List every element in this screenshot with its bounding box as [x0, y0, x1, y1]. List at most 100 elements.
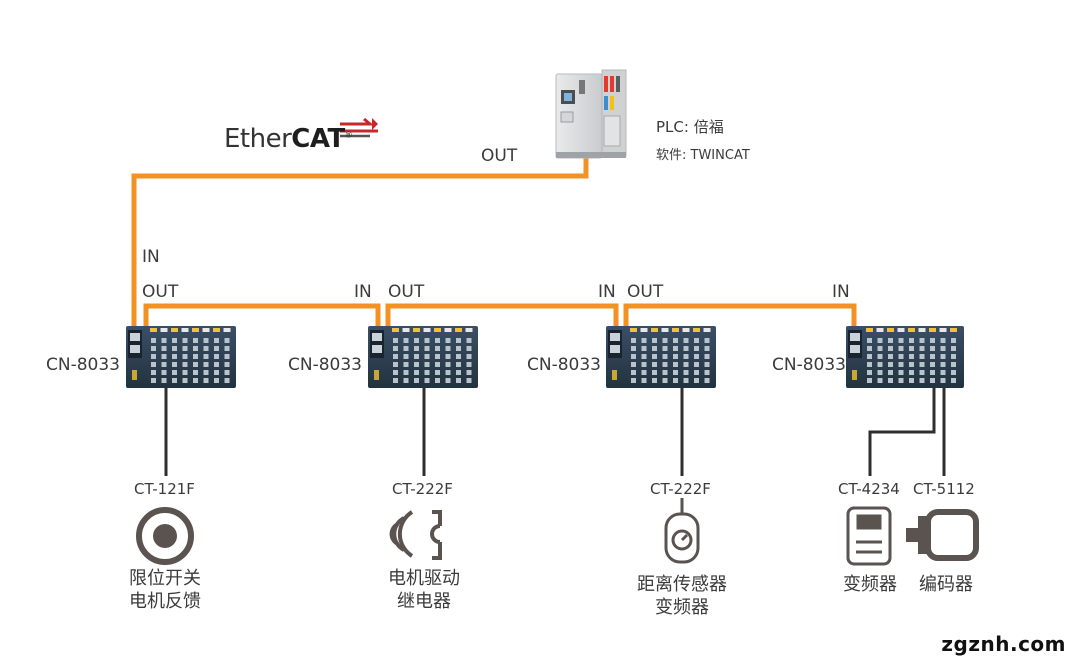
device-2-caption: 电机驱动 继电器	[374, 568, 474, 613]
terminal-contact	[951, 346, 956, 351]
terminal-contact	[919, 346, 925, 351]
device-2-caption-line2: 继电器	[397, 590, 451, 612]
terminal-contact	[172, 378, 177, 383]
module-terminals	[150, 328, 957, 383]
device-2-model: CT-222F	[392, 480, 453, 498]
terminal-contact	[445, 370, 451, 375]
terminal-contact	[414, 354, 419, 359]
terminal-contact	[898, 346, 904, 351]
device-5-model: CT-5112	[913, 480, 975, 498]
module-2-name: CN-8033	[288, 355, 362, 375]
plc-title: PLC: 倍福	[656, 118, 724, 136]
terminal-contact	[652, 378, 657, 383]
terminal-contact	[877, 338, 883, 343]
terminal-cap	[150, 328, 157, 332]
terminal-contact	[393, 362, 398, 367]
terminal-contact	[877, 370, 883, 375]
terminal-contact	[214, 354, 219, 359]
terminal-contact	[403, 354, 409, 359]
terminal-contact	[172, 354, 177, 359]
module-4-name: CN-8033	[772, 355, 846, 375]
terminal-contact	[888, 354, 893, 359]
terminal-contact	[151, 338, 156, 343]
terminal-cap	[703, 328, 711, 332]
terminal-cap	[444, 328, 452, 332]
terminal-contact	[435, 354, 440, 359]
terminal-cap	[672, 328, 679, 332]
terminal-contact	[203, 346, 209, 351]
terminal-contact	[940, 362, 946, 367]
terminal-contact	[683, 354, 689, 359]
terminal-contact	[456, 370, 461, 375]
terminal-contact	[193, 338, 198, 343]
terminal-contact	[203, 338, 209, 343]
device-1-caption-line2: 电机反馈	[129, 590, 201, 612]
terminal-cap	[887, 328, 894, 332]
module-1-out-label: OUT	[142, 282, 179, 302]
terminal-contact	[631, 338, 636, 343]
device-4-model: CT-4234	[838, 480, 900, 498]
terminal-contact	[466, 378, 472, 383]
terminal-cap	[402, 328, 410, 332]
terminal-cap	[651, 328, 658, 332]
terminal-cap	[202, 328, 210, 332]
terminal-contact	[704, 346, 710, 351]
terminal-contact	[704, 354, 710, 359]
terminal-cap	[392, 328, 399, 332]
terminal-contact	[673, 338, 678, 343]
signal-wires	[164, 388, 946, 476]
terminal-contact	[424, 378, 430, 383]
terminal-contact	[151, 370, 156, 375]
terminal-contact	[867, 370, 872, 375]
terminal-contact	[456, 362, 461, 367]
terminal-contact	[182, 354, 188, 359]
device-4-caption-line1: 变频器	[843, 574, 897, 595]
terminal-contact	[662, 378, 668, 383]
terminal-contact	[951, 338, 956, 343]
io-module-3	[606, 326, 716, 388]
terminal-contact	[161, 354, 167, 359]
terminal-contact	[424, 370, 430, 375]
terminal-contact	[631, 370, 636, 375]
terminal-contact	[393, 378, 398, 383]
ethercat-logo: EtherCAT®	[224, 124, 353, 154]
terminal-contact	[652, 338, 657, 343]
terminal-contact	[694, 338, 699, 343]
terminal-contact	[182, 378, 188, 383]
terminal-contact	[414, 370, 419, 375]
terminal-contact	[888, 338, 893, 343]
terminal-contact	[641, 362, 647, 367]
terminal-contact	[445, 354, 451, 359]
terminal-contact	[456, 354, 461, 359]
terminal-cap	[455, 328, 462, 332]
terminal-contact	[424, 354, 430, 359]
terminal-contact	[445, 338, 451, 343]
terminal-contact	[683, 346, 689, 351]
module-2-in-label: IN	[354, 282, 372, 302]
device-3-caption-line1: 距离传感器	[637, 574, 727, 595]
terminal-contact	[652, 346, 657, 351]
terminal-contact	[867, 338, 872, 343]
terminal-contact	[652, 354, 657, 359]
io-module-1	[126, 326, 236, 388]
terminal-contact	[224, 362, 230, 367]
terminal-cap	[908, 328, 915, 332]
terminal-cap	[192, 328, 199, 332]
terminal-contact	[930, 346, 935, 351]
terminal-contact	[940, 346, 946, 351]
terminal-contact	[631, 346, 636, 351]
terminal-contact	[403, 378, 409, 383]
terminal-contact	[414, 338, 419, 343]
terminal-contact	[414, 346, 419, 351]
terminal-contact	[214, 338, 219, 343]
terminal-contact	[424, 362, 430, 367]
terminal-contact	[161, 362, 167, 367]
terminal-cap	[630, 328, 637, 332]
terminal-contact	[403, 362, 409, 367]
terminal-contact	[393, 338, 398, 343]
terminal-contact	[930, 378, 935, 383]
terminal-contact	[151, 378, 156, 383]
terminal-contact	[662, 362, 668, 367]
terminal-cap	[897, 328, 905, 332]
terminal-contact	[641, 354, 647, 359]
